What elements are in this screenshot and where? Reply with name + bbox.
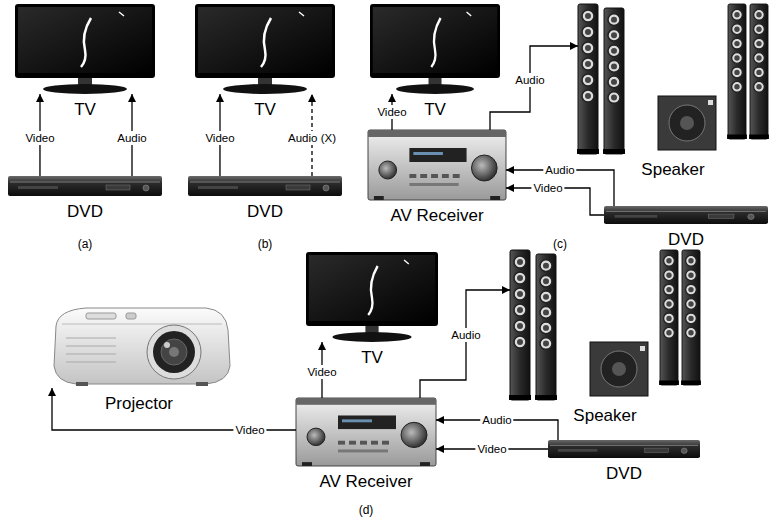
speaker-icon [509, 250, 701, 400]
device-label: Projector [105, 394, 173, 414]
tv-icon [370, 4, 500, 94]
device-label: TV [74, 100, 96, 120]
device-node: TV [15, 4, 155, 94]
signal-label: Audio [543, 163, 576, 177]
device-label: DVD [668, 230, 704, 250]
projector-icon [54, 308, 230, 386]
signal-label: Video [23, 131, 56, 145]
panel-letter: (b) [258, 237, 273, 251]
signal-label: Video [233, 423, 266, 437]
signal-connector [420, 290, 510, 398]
device-label: AV Receiver [390, 206, 483, 226]
panel-letter: (c) [553, 237, 567, 251]
tv-icon [306, 252, 438, 342]
tv-icon [195, 4, 335, 94]
device-node: Speaker [578, 4, 768, 154]
tv-icon [15, 4, 155, 94]
device-node: AV Receiver [296, 398, 436, 466]
dvd-icon [604, 206, 768, 224]
signal-label: Audio (X) [286, 131, 338, 145]
signal-label: Audio [513, 73, 546, 87]
signal-label: Audio [449, 328, 482, 342]
device-label: TV [424, 100, 446, 120]
device-node: DVD [604, 206, 768, 224]
speaker-icon [577, 4, 769, 154]
signal-connector [490, 46, 578, 130]
device-label: Speaker [573, 406, 636, 426]
dvd-icon [548, 440, 700, 458]
signal-label: Audio [115, 131, 148, 145]
signal-label: Video [203, 131, 236, 145]
device-node: DVD [8, 176, 162, 196]
signal-label: Video [375, 105, 408, 119]
signal-label: Video [475, 442, 508, 456]
panel-letter: (a) [78, 237, 93, 251]
device-node: DVD [188, 176, 342, 196]
signal-label: Audio [480, 413, 513, 427]
dvd-icon [8, 176, 162, 196]
device-label: AV Receiver [319, 472, 412, 492]
device-label: Speaker [641, 160, 704, 180]
device-label: DVD [606, 464, 642, 484]
signal-label: Video [305, 365, 338, 379]
device-label: TV [361, 348, 383, 368]
device-label: TV [254, 100, 276, 120]
device-label: DVD [247, 202, 283, 222]
device-node: Projector [46, 296, 232, 388]
dvd-icon [188, 176, 342, 196]
signal-label: Video [531, 181, 564, 195]
device-node: Speaker [510, 250, 700, 400]
device-label: DVD [67, 202, 103, 222]
device-node: TV [370, 4, 500, 94]
device-node: DVD [548, 440, 700, 458]
receiver-icon [368, 130, 506, 200]
device-node: AV Receiver [368, 130, 506, 200]
device-node: TV [195, 4, 335, 94]
receiver-icon [296, 398, 436, 466]
panel-letter: (d) [359, 503, 374, 517]
device-node: TV [306, 252, 438, 342]
